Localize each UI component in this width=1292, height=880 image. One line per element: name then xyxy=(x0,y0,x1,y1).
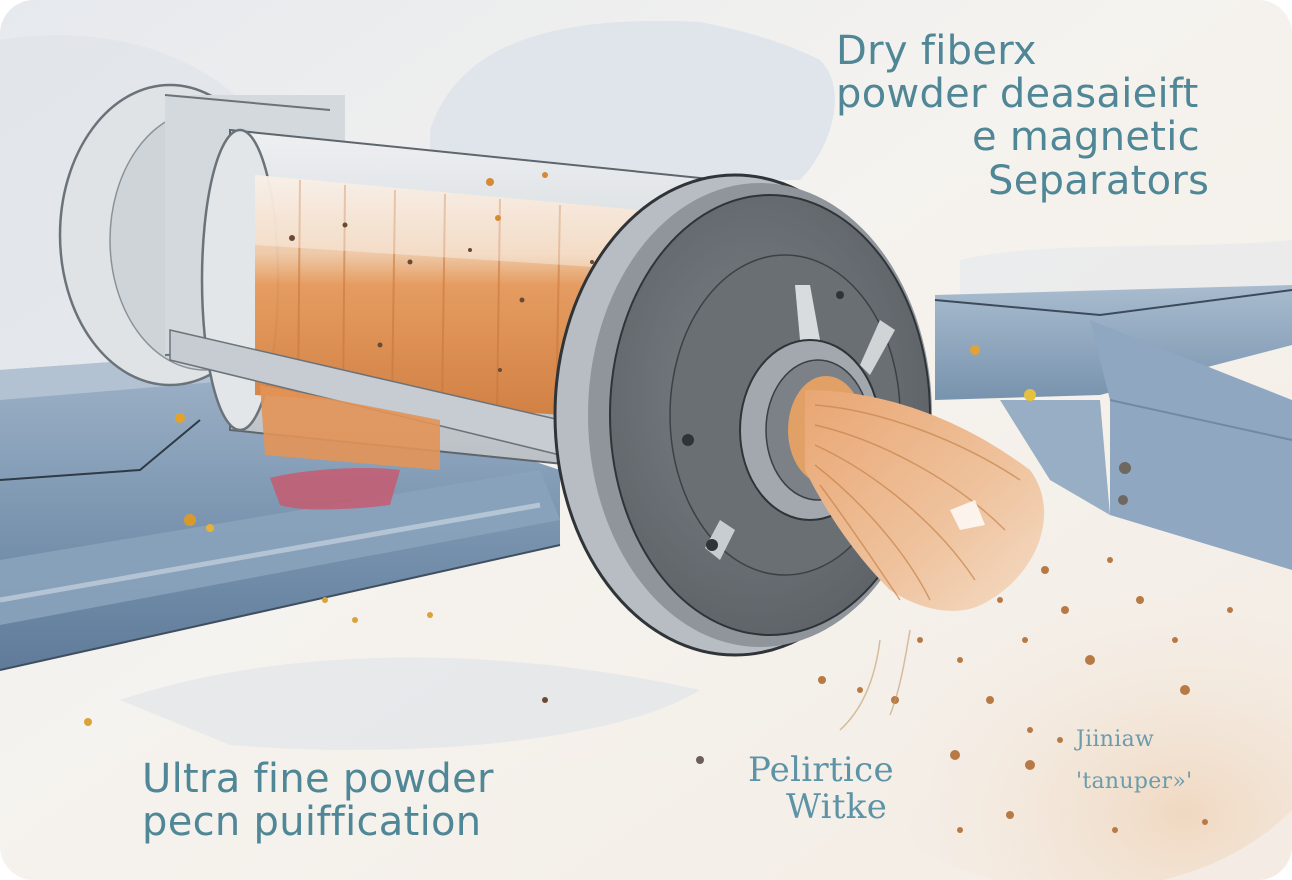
front-end-cap xyxy=(553,173,932,657)
title-label: Dry fiberx powder deasaieift e magnetic … xyxy=(836,28,1210,204)
title-line-2: powder deasaieift xyxy=(836,71,1199,118)
particle-label: Pelirtice Witke xyxy=(748,752,894,825)
copper-brush-output xyxy=(805,390,1045,611)
right-line-2: 'tanuper»' xyxy=(1076,768,1193,794)
bottom-left-line-1: Ultra fine powder xyxy=(142,756,494,802)
title-line-1: Dry fiberx xyxy=(836,28,1037,74)
title-line-4: Separators xyxy=(988,157,1210,204)
title-line-3: e magnetic xyxy=(972,114,1200,161)
ultra-fine-powder-label: Ultra fine powder pecn puiffication xyxy=(142,756,494,846)
bottom-left-line-2: pecn puiffication xyxy=(142,799,482,846)
mid-line-1: Pelirtice xyxy=(748,750,894,790)
powder-particles xyxy=(84,557,1233,833)
output-label: Jiiniaw 'tanuper»' xyxy=(1076,728,1192,812)
right-support-rail xyxy=(934,285,1292,570)
right-line-1: Jiiniaw xyxy=(1076,727,1155,752)
separator-drum xyxy=(169,128,721,482)
mid-line-2: Witke xyxy=(786,786,888,827)
